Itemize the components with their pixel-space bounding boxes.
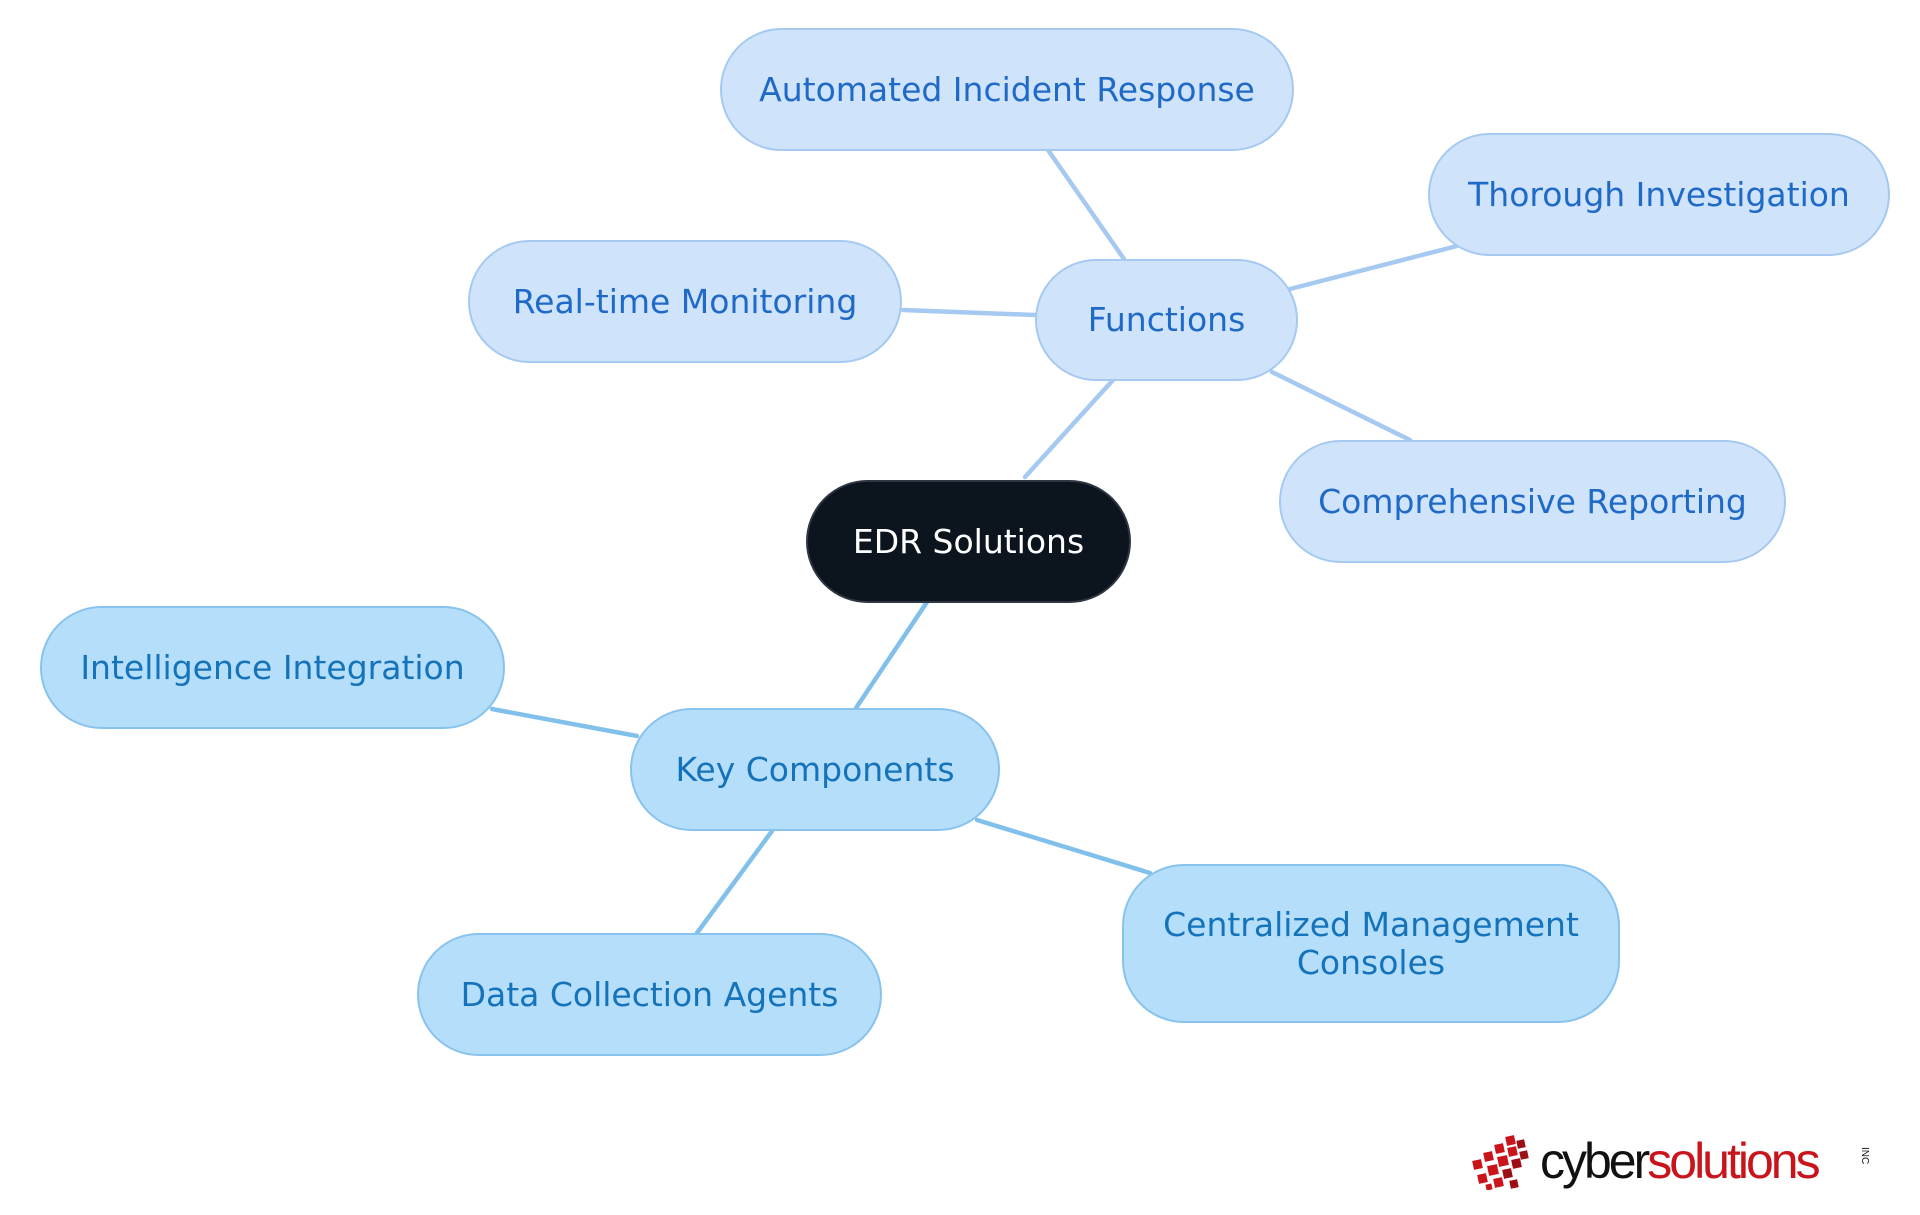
red-pixel-grid-icon — [1472, 1135, 1529, 1190]
node-label: Intelligence Integration — [80, 647, 465, 687]
logo-word-cyber: cyber — [1540, 1133, 1650, 1189]
logo-pixel — [1511, 1158, 1522, 1169]
edge-key-components-intelligence-integration — [489, 706, 640, 739]
node-label: EDR Solutions — [852, 521, 1085, 561]
edge-functions-real-time-monitoring — [900, 307, 1038, 318]
node-real-time-monitoring: Real-time Monitoring — [468, 240, 902, 363]
node-centralized-management-consoles: Centralized Management Consoles — [1122, 864, 1620, 1023]
logo-pixel — [1519, 1150, 1529, 1160]
node-automated-incident-response: Automated Incident Response — [720, 28, 1294, 151]
logo-pixel — [1516, 1139, 1526, 1149]
logo-pixel — [1507, 1146, 1518, 1157]
logo-pixel — [1493, 1177, 1504, 1188]
logo-pixel — [1485, 1183, 1493, 1190]
node-data-collection-agents: Data Collection Agents — [417, 933, 882, 1056]
logo-pixel — [1477, 1173, 1488, 1184]
node-label: Thorough Investigation — [1468, 174, 1850, 214]
logo-pixel — [1487, 1164, 1499, 1176]
logo-pixel — [1483, 1151, 1494, 1162]
node-label: Key Components — [675, 749, 955, 789]
node-label: Automated Incident Response — [759, 69, 1255, 109]
node-key-components: Key Components — [630, 708, 1000, 831]
node-edr-solutions: EDR Solutions — [806, 480, 1131, 603]
node-label: Real-time Monitoring — [512, 281, 858, 321]
edge-root-functions — [1022, 377, 1116, 480]
logo-pixel — [1502, 1168, 1513, 1179]
node-thorough-investigation: Thorough Investigation — [1428, 133, 1890, 256]
logo-pixel — [1497, 1155, 1509, 1167]
edge-functions-comprehensive-reporting — [1269, 369, 1413, 443]
logo-pixel — [1494, 1143, 1505, 1154]
node-intelligence-integration: Intelligence Integration — [40, 606, 505, 729]
node-label: Functions — [1087, 300, 1246, 339]
edge-key-components-centralized-management-consoles — [974, 817, 1153, 876]
logo-word-solutions: solutions — [1647, 1133, 1820, 1189]
edge-root-key-components — [853, 599, 930, 711]
node-label: Centralized Management Consoles — [1163, 904, 1579, 982]
node-label: Data Collection Agents — [460, 974, 839, 1014]
node-label: Comprehensive Reporting — [1318, 481, 1747, 521]
logo-pixel — [1472, 1159, 1483, 1170]
edge-functions-automated-incident-response — [1045, 147, 1127, 262]
node-functions: Functions — [1035, 259, 1298, 381]
edge-key-components-data-collection-agents — [694, 828, 775, 936]
cybersolutions-logo: cybersolutions INC — [1468, 1130, 1878, 1190]
logo-pixel — [1509, 1179, 1519, 1189]
node-comprehensive-reporting: Comprehensive Reporting — [1279, 440, 1786, 563]
logo-wordmark: cybersolutions — [1540, 1132, 1821, 1190]
logo-pixel — [1505, 1135, 1516, 1146]
logo-suffix: INC — [1859, 1147, 1870, 1165]
edge-functions-thorough-investigation — [1287, 243, 1460, 292]
